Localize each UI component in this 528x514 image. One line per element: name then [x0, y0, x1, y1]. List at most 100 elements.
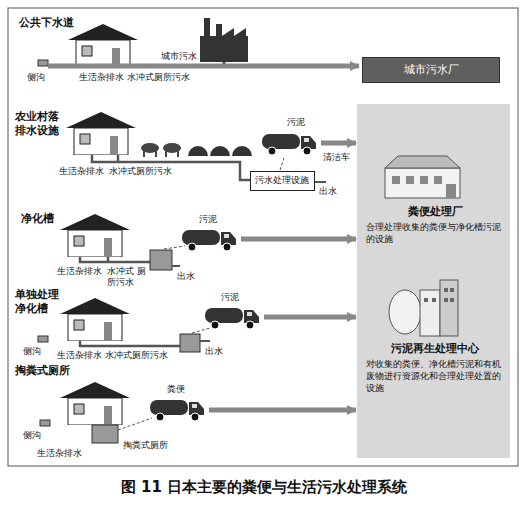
recycling-center-icon	[389, 280, 458, 336]
treatment-plant-icon-rect	[406, 176, 414, 184]
truck	[182, 230, 236, 251]
recycling-center-icon-rect	[444, 288, 448, 292]
septic-tank	[180, 334, 200, 352]
house	[60, 298, 130, 341]
flow-arrow	[48, 64, 359, 69]
part-label: 清洁车	[322, 152, 351, 163]
cows-rect	[165, 151, 167, 157]
system-title: 农业村落 排水设施	[14, 110, 64, 138]
flow-arrow	[264, 315, 356, 320]
treatment-plant-icon	[385, 156, 460, 198]
part-label: 城市污水	[160, 51, 198, 62]
pit-tank	[92, 425, 118, 443]
node-heading: 粪便处理厂	[366, 206, 504, 218]
node-body: 对收集的粪便、净化槽污泥和有机废物进行资源化和合理处理处置的设施	[366, 358, 504, 394]
house	[68, 24, 138, 67]
pipe	[92, 155, 250, 180]
system-title: 掏粪式厕所	[14, 364, 71, 378]
outflow	[172, 265, 180, 267]
part-label: 出水	[176, 271, 196, 282]
domes-path	[210, 146, 230, 156]
part-label: 生活杂排水	[56, 266, 103, 277]
truck	[205, 308, 259, 329]
truck	[150, 400, 204, 421]
side-ditch	[38, 60, 48, 66]
domes-path	[188, 146, 208, 156]
pipe	[107, 257, 110, 262]
recycling-center-icon-rect	[420, 290, 440, 336]
part-label: 掏粪式厕所	[122, 440, 169, 451]
factory-polygon	[222, 28, 234, 36]
cows	[141, 143, 181, 157]
sludge-line	[164, 246, 185, 249]
part-label: 生活杂排水	[36, 448, 83, 459]
sludge-line	[192, 328, 210, 333]
part-label: 生活杂排水	[58, 166, 105, 177]
figure-caption: 图 11 日本主要的粪便与生活污水处理系统	[0, 478, 528, 497]
outflow	[314, 181, 326, 183]
domes-path	[232, 146, 252, 156]
factory-rect	[200, 36, 248, 62]
house	[60, 382, 130, 425]
cows-rect	[155, 151, 157, 157]
factory-rect	[204, 18, 210, 38]
flow-arrow	[241, 237, 356, 242]
plant-box: 城市污水厂	[362, 57, 500, 83]
recycling-center-icon-rect	[432, 298, 436, 302]
recycling-center-icon-rect	[450, 298, 454, 302]
house	[66, 112, 136, 155]
part-label: 出水	[318, 186, 338, 197]
facility-panel	[357, 104, 510, 458]
row-johkasou	[60, 214, 356, 270]
system-title: 净化槽	[20, 212, 55, 226]
node-heading: 污水处理设施	[255, 174, 310, 187]
part-label: 生活杂排水	[56, 350, 103, 361]
house	[60, 214, 130, 257]
part-label: 污泥	[198, 214, 218, 225]
part-label: 侧沟	[26, 72, 46, 83]
side-ditch	[40, 420, 50, 426]
recycling-center-icon-rect	[444, 298, 448, 302]
part-label: 侧沟	[22, 430, 42, 441]
side-ditch	[38, 336, 48, 342]
part-label: 污泥	[286, 117, 306, 128]
part-label: 粪便	[166, 384, 186, 395]
pipe	[80, 257, 150, 262]
node-heading: 城市污水厂	[369, 62, 493, 77]
collection-line	[118, 418, 152, 430]
facility-text: 粪便处理厂合理处理收集的粪便与净化槽污泥的设施	[366, 206, 504, 246]
node-heading: 污泥再生处理中心	[366, 343, 504, 355]
cows-rect	[177, 151, 179, 157]
recycling-center-icon-rect	[424, 298, 428, 302]
domes	[188, 146, 252, 156]
facility-text: 污泥再生处理中心对收集的粪便、净化槽污泥和有机废物进行资源化和合理处理处置的设施	[366, 343, 504, 395]
part-label: 生活杂排水	[78, 72, 125, 83]
part-label: 水冲式 厕所污水	[106, 266, 148, 288]
part-label: 污泥	[220, 292, 240, 303]
recycling-center-icon-ellipse	[389, 290, 421, 334]
process-box: 污水处理设施	[250, 171, 315, 191]
system-title: 单独处理 净化槽	[14, 288, 64, 316]
part-label: 侧沟	[22, 346, 42, 357]
part-label: 水冲式厕所污水	[104, 350, 169, 361]
treatment-plant-icon-polygon	[385, 156, 460, 168]
recycling-center-icon-rect	[450, 288, 454, 292]
row-pit-latrine	[40, 382, 356, 443]
part-label: 水冲式厕所污水	[126, 72, 191, 83]
sludge-line	[280, 158, 284, 170]
part-label: 出水	[204, 346, 224, 357]
part-label: 水冲式厕所污水	[108, 166, 173, 177]
flow-arrow	[321, 141, 356, 146]
frame	[8, 8, 518, 466]
factory-rect	[216, 24, 222, 38]
truck	[262, 134, 316, 155]
row-single-johkasou	[38, 298, 356, 352]
septic-tank	[150, 250, 172, 270]
treatment-plant-icon-rect	[392, 176, 400, 184]
pipe	[80, 341, 180, 346]
treatment-plant-icon-rect	[434, 176, 442, 184]
pipe	[117, 155, 120, 162]
row-sewer	[38, 18, 359, 67]
factory-polygon	[234, 28, 246, 36]
